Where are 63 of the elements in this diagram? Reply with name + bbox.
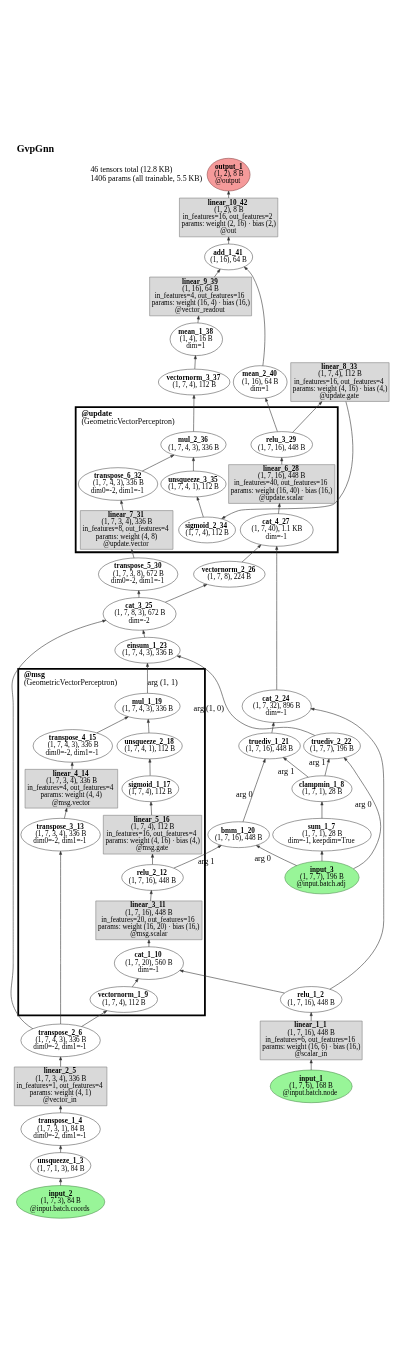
arrow [227,190,231,198]
arrow [193,354,197,369]
arrow [214,268,221,277]
arrow [149,889,153,901]
arrow [179,969,285,993]
arrow [151,853,154,865]
arrow [165,583,208,602]
arrow [243,266,266,366]
arrow [280,456,284,465]
arrow [310,707,384,989]
arrow [221,400,354,519]
arrow [59,1105,62,1113]
arrow [275,545,279,690]
arrow [64,807,68,819]
arrow [146,662,149,693]
arrow [146,718,150,733]
arrow [120,499,124,511]
arrow [265,397,278,432]
arrow [137,589,141,598]
arrow [132,978,139,987]
arrow [256,844,297,866]
arrow [142,454,175,471]
arrow [320,850,324,861]
arrow [10,619,107,1029]
diagram-title: GvpGnn [16,142,55,154]
label: 1406 params (all trainable, 5.5 KB) [90,173,203,183]
edge-label: arg (1, 0) [193,702,224,712]
arrow [283,756,309,777]
arrow [192,394,196,432]
arrow [96,716,129,733]
arrow [131,548,135,558]
arrow [309,1011,313,1021]
arrow [142,629,146,638]
edge-label: arg 1 [277,766,295,776]
arrow [271,721,275,733]
arrow [242,758,266,822]
arrow [309,1059,313,1070]
arrow [59,850,62,1024]
arrow [343,756,381,869]
arrow [59,1144,62,1153]
arrow [173,844,222,868]
arrow [148,758,152,776]
label: 46 tensors total (12.8 KB) [90,164,173,174]
arrow [147,939,151,947]
arrow [292,400,323,433]
arrow [59,1177,62,1186]
edge-label: arg (1, 1) [147,677,178,687]
edge-label: arg 1 [309,757,326,767]
arrow [59,1056,62,1067]
arrow [149,801,153,815]
arrow [70,761,74,770]
edge-label: arg 0 [355,799,372,809]
arrow [324,758,330,776]
edge-label: arg 0 [236,789,253,799]
edge-label: arg 0 [254,853,272,863]
arrow [320,801,324,819]
arrow [81,1010,108,1027]
arrow [192,456,195,471]
arrow [196,496,204,517]
arrow [196,315,200,323]
arrow [277,502,281,514]
arrow [241,544,262,562]
arrow [227,236,231,244]
